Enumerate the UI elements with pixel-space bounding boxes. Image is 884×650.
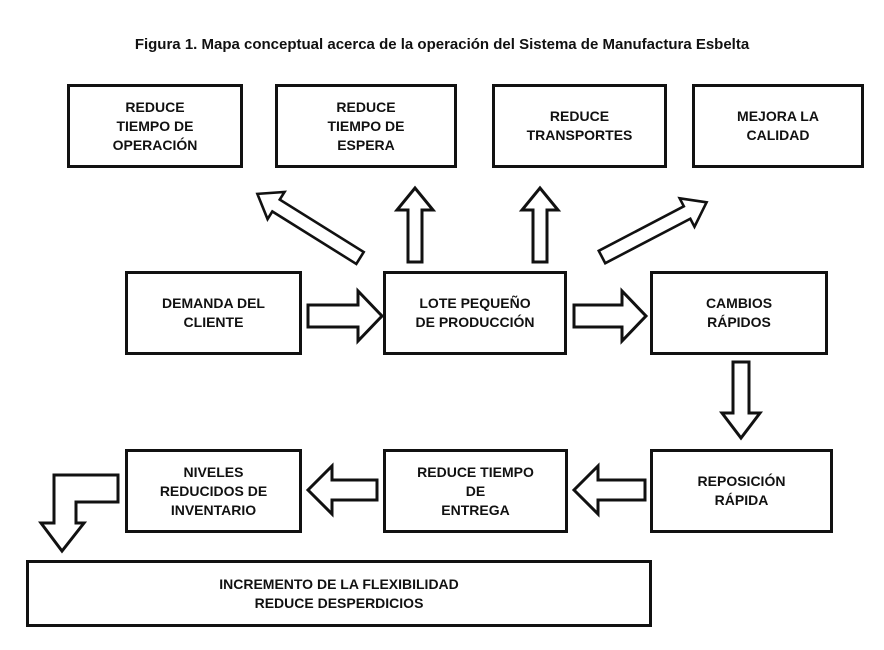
node-incremento-flexibilidad: INCREMENTO DE LA FLEXIBILIDAD REDUCE DES… [26,560,652,627]
arrow-entrega-to-niveles [305,462,379,518]
node-label: REPOSICIÓN RÁPIDA [697,473,786,508]
node-reduce-tiempo-espera: REDUCE TIEMPO DE ESPERA [275,84,457,168]
figure-title: Figura 1. Mapa conceptual acerca de la o… [134,36,750,53]
node-label: MEJORA LA CALIDAD [737,108,819,143]
arrow-lote-to-cambios [572,287,649,345]
arrow-demanda-to-lote [306,287,385,345]
arrow-niveles-to-incremento [38,473,120,554]
node-mejora-calidad: MEJORA LA CALIDAD [692,84,864,168]
node-label: REDUCE TIEMPO DE ENTREGA [417,463,534,518]
node-reduce-transportes: REDUCE TRANSPORTES [492,84,667,168]
node-label: REDUCE TIEMPO DE ESPERA [327,98,405,153]
arrow-lote-to-operacion [255,190,366,266]
node-reduce-tiempo-entrega: REDUCE TIEMPO DE ENTREGA [383,449,568,533]
node-label: REDUCE TIEMPO DE OPERACIÓN [112,98,198,153]
arrow-lote-to-espera [393,185,437,264]
node-lote-pequeno: LOTE PEQUEÑO DE PRODUCCIÓN [383,271,567,355]
node-label: NIVELES REDUCIDOS DE INVENTARIO [159,463,268,518]
node-reposicion-rapida: REPOSICIÓN RÁPIDA [650,449,833,533]
node-niveles-inventario: NIVELES REDUCIDOS DE INVENTARIO [125,449,302,533]
arrow-reposicion-to-entrega [571,462,647,518]
node-label: CAMBIOS RÁPIDOS [705,295,773,330]
arrow-lote-to-calidad [597,196,709,265]
node-label: INCREMENTO DE LA FLEXIBILIDAD REDUCE DES… [219,575,459,611]
node-cambios-rapidos: CAMBIOS RÁPIDOS [650,271,828,355]
arrow-cambios-to-reposicion [718,360,764,441]
node-label: LOTE PEQUEÑO DE PRODUCCIÓN [415,295,535,330]
node-reduce-tiempo-operacion: REDUCE TIEMPO DE OPERACIÓN [67,84,243,168]
arrow-lote-to-transportes [518,185,562,264]
node-label: DEMANDA DEL CLIENTE [162,295,265,330]
node-demanda-cliente: DEMANDA DEL CLIENTE [125,271,302,355]
node-label: REDUCE TRANSPORTES [526,108,633,143]
